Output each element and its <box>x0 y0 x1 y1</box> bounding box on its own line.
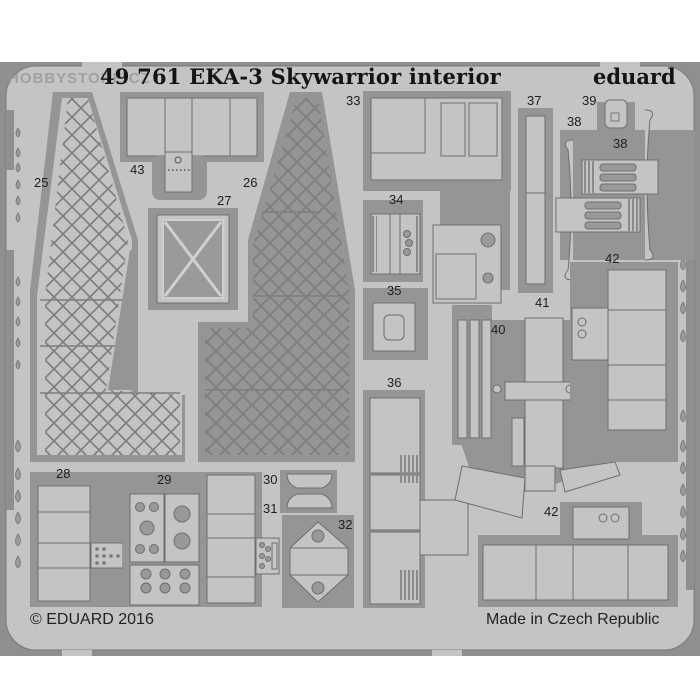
part-label-28: 28 <box>56 466 71 481</box>
part-36-console <box>363 390 469 608</box>
part-label-26: 26 <box>243 175 258 190</box>
part-33-panel <box>363 91 511 304</box>
brand-logo: eduard <box>593 64 676 89</box>
part-34-panel <box>363 200 423 282</box>
part-label-35: 35 <box>387 283 402 298</box>
part-label-42a: 42 <box>605 251 620 266</box>
part-center-column <box>200 472 280 607</box>
part-25-mesh-panel <box>30 92 185 462</box>
part-30-31-clips <box>280 470 337 513</box>
origin-text: Made in Czech Republic <box>486 611 660 628</box>
part-label-33: 33 <box>346 93 361 108</box>
fret-title: 49 761 EKA-3 Skywarrior interior <box>100 64 501 89</box>
part-label-41: 41 <box>535 295 550 310</box>
part-label-32: 32 <box>338 517 353 532</box>
part-label-38b: 38 <box>613 136 628 151</box>
part-40-rack <box>452 305 492 445</box>
part-label-36: 36 <box>387 375 402 390</box>
part-29-instrument-panel <box>123 485 205 607</box>
part-label-37: 37 <box>527 93 542 108</box>
part-32-octagon <box>282 515 354 608</box>
copyright-text: © EDUARD 2016 <box>30 611 154 628</box>
part-label-29: 29 <box>157 472 172 487</box>
part-26-mesh-panel <box>198 92 355 462</box>
part-35-seat-plate <box>363 288 428 360</box>
part-label-30: 30 <box>263 472 278 487</box>
part-label-31: 31 <box>263 501 278 516</box>
part-42-right-panel <box>570 262 678 462</box>
drop-markers-left <box>15 127 21 569</box>
part-label-34: 34 <box>389 192 404 207</box>
part-39-plate <box>597 99 635 132</box>
part-label-40: 40 <box>491 322 506 337</box>
part-label-38a: 38 <box>567 114 582 129</box>
part-42-bottom-panel <box>478 502 678 607</box>
watermark: HOBBYSTORE.CZ <box>8 70 151 87</box>
part-43-box <box>120 92 264 200</box>
part-label-42b: 42 <box>544 504 559 519</box>
part-label-43: 43 <box>130 162 145 177</box>
part-37-strip <box>518 108 553 293</box>
part-label-39: 39 <box>582 93 597 108</box>
part-label-25: 25 <box>34 175 49 190</box>
part-27-hatch <box>148 208 238 310</box>
part-label-27: 27 <box>217 193 232 208</box>
part-38-vents <box>555 109 695 281</box>
